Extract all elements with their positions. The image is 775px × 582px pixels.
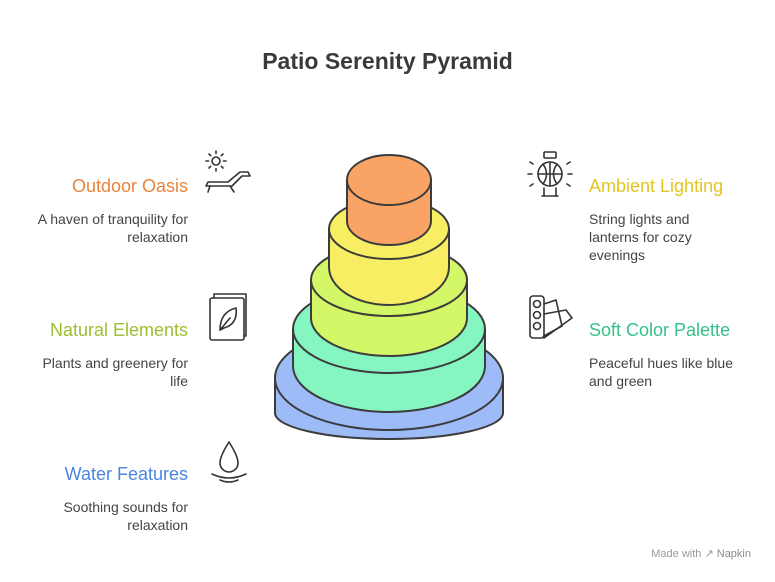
natural-elements-desc-line: life <box>170 373 188 389</box>
soft-color-palette-desc-line: Peaceful hues like blue <box>589 355 733 371</box>
water-features-desc: Soothing sounds for relaxation <box>63 498 188 534</box>
ambient-lighting-desc: String lights and lanterns for cozy even… <box>589 210 692 264</box>
water-drop-icon <box>211 441 247 483</box>
page-title: Patio Serenity Pyramid <box>262 48 513 74</box>
soft-color-palette-label: Soft Color Palette <box>589 320 731 340</box>
footer-prefix: Made with <box>651 548 702 560</box>
footer-brand: Napkin <box>716 548 751 560</box>
leaf-book-icon <box>209 293 247 341</box>
soft-color-palette-desc: Peaceful hues like blue and green <box>589 354 733 390</box>
outdoor-oasis-desc-line: A haven of tranquility for <box>37 211 188 227</box>
tier-outdoor-oasis <box>346 154 432 246</box>
outdoor-oasis-label: Outdoor Oasis <box>71 176 188 196</box>
color-swatch-icon <box>529 295 573 339</box>
soft-color-palette-desc-line: and green <box>589 373 653 389</box>
ambient-lighting-label: Ambient Lighting <box>589 176 724 196</box>
water-features-label: Water Features <box>64 464 188 484</box>
water-features-desc-line: relaxation <box>127 517 188 533</box>
made-with-napkin-footer: Made with ↗ Napkin <box>651 547 751 560</box>
ambient-lighting-desc-line: String lights and <box>589 211 690 227</box>
natural-elements-desc-line: Plants and greenery for <box>42 355 188 371</box>
napkin-logo-icon: ↗ <box>704 548 714 560</box>
outdoor-oasis-desc: A haven of tranquility for relaxation <box>38 210 188 246</box>
water-features-desc-line: Soothing sounds for <box>63 499 188 515</box>
ambient-lighting-desc-line: lanterns for cozy <box>589 229 692 245</box>
sun-lounger-icon <box>205 150 251 193</box>
outdoor-oasis-desc-line: relaxation <box>127 229 188 245</box>
natural-elements-label: Natural Elements <box>49 320 188 340</box>
lantern-icon <box>527 151 573 197</box>
ambient-lighting-desc-line: evenings <box>589 247 646 263</box>
tier-oasis-top <box>346 154 432 206</box>
natural-elements-desc: Plants and greenery for life <box>42 354 188 390</box>
